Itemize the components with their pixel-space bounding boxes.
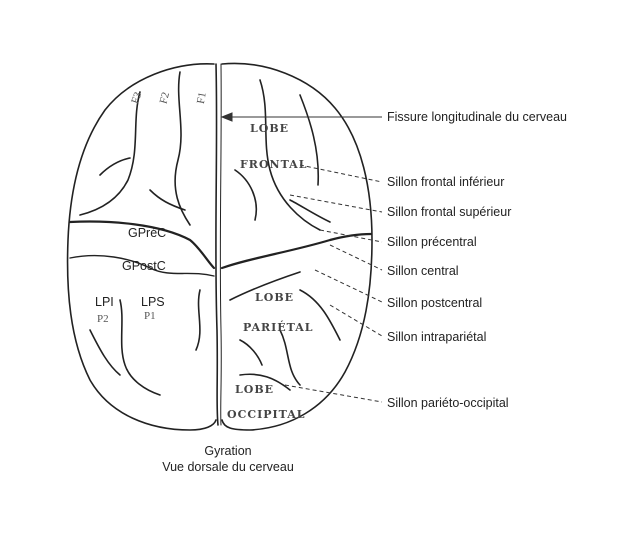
frontal-lobe-label-1: LOBE <box>250 122 289 135</box>
frontal-lobe-label-2: FRONTAL <box>240 158 308 171</box>
lpi-label: LPI <box>95 295 114 309</box>
p1-label: P1 <box>144 310 156 322</box>
annotation-sillon-frontal-superieur: Sillon frontal supérieur <box>387 205 512 219</box>
annotation-sillon-parieto-occipital: Sillon pariéto-occipital <box>387 396 509 410</box>
gyrus-f1-label: F1 <box>194 91 209 105</box>
caption-line-2: Vue dorsale du cerveau <box>162 460 294 474</box>
gprec-label: GPréC <box>128 226 167 240</box>
caption-line-1: Gyration <box>204 444 252 458</box>
occipital-lobe-label-2: OCCIPITAL <box>227 408 306 421</box>
gpostc-label: GPostC <box>122 259 166 273</box>
annotation-sillon-frontal-inferieur: Sillon frontal inférieur <box>387 175 505 189</box>
annotation-fissure-longitudinale: Fissure longitudinale du cerveau <box>387 110 567 124</box>
annotation-sillon-precentral: Sillon précentral <box>387 235 477 249</box>
annotation-sillon-intraparietal: Sillon intrapariétal <box>387 330 487 344</box>
parietal-lobe-label-1: LOBE <box>255 291 294 304</box>
parietal-lobe-label-2: PARIÉTAL <box>243 321 314 334</box>
annotation-sillon-postcentral: Sillon postcentral <box>387 296 483 310</box>
lps-label: LPS <box>141 295 165 309</box>
longitudinal-fissure <box>215 63 219 426</box>
right-hemisphere-outline <box>221 62 373 431</box>
left-central-sulcus <box>68 220 216 270</box>
p2-label: P2 <box>97 313 109 325</box>
left-hemisphere-outline <box>66 63 217 431</box>
right-central-sulcus <box>220 232 373 270</box>
occipital-lobe-label-1: LOBE <box>235 383 274 396</box>
annotation-sillon-central: Sillon central <box>387 264 459 278</box>
